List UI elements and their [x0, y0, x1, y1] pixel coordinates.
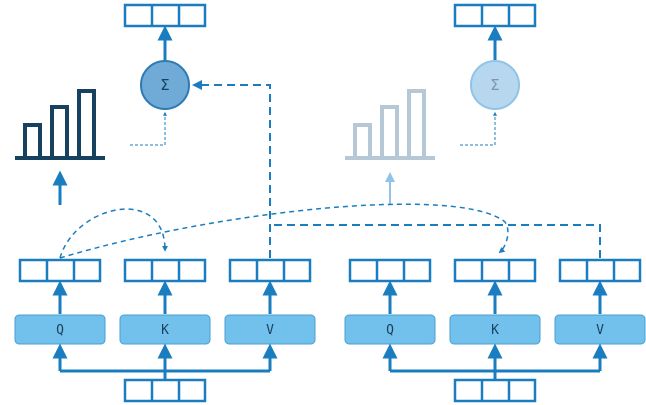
right-weights-to-sum-connector	[460, 111, 497, 146]
right-attention-weights-icon	[345, 89, 435, 160]
left-q-label: Q	[56, 323, 64, 338]
left-value-to-left-sum-route	[192, 80, 271, 258]
right-query-vector	[348, 258, 432, 283]
right-key-vector	[453, 258, 537, 283]
right-attention-block: Σ Q K V	[344, 3, 646, 403]
right-input-vector	[453, 378, 537, 403]
left-sum-node	[140, 60, 190, 110]
left-query-to-key-curve	[59, 208, 168, 259]
left-input-vector	[123, 378, 207, 403]
right-input-fanout	[382, 343, 608, 379]
left-input-fanout	[52, 343, 278, 379]
left-value-vector	[228, 258, 312, 283]
left-attention-weights-icon	[15, 89, 105, 160]
left-sum-symbol: Σ	[160, 76, 169, 94]
left-key-vector	[123, 258, 207, 283]
right-sum-symbol: Σ	[490, 76, 499, 94]
right-value-vector	[558, 258, 642, 283]
right-k-label: K	[491, 323, 499, 338]
left-output-vector	[123, 3, 207, 28]
left-query-to-right-key-curve	[59, 203, 509, 259]
right-v-label: V	[596, 323, 604, 338]
right-value-to-left-sum-route	[270, 224, 601, 258]
left-query-vector	[18, 258, 102, 283]
left-v-label: V	[266, 323, 274, 338]
right-q-label: Q	[386, 323, 394, 338]
left-attention-block: Σ Q	[14, 3, 316, 403]
right-output-vector	[453, 3, 537, 28]
right-sum-node	[470, 60, 520, 110]
left-weights-to-sum-connector	[130, 111, 167, 146]
left-k-label: K	[161, 323, 169, 338]
